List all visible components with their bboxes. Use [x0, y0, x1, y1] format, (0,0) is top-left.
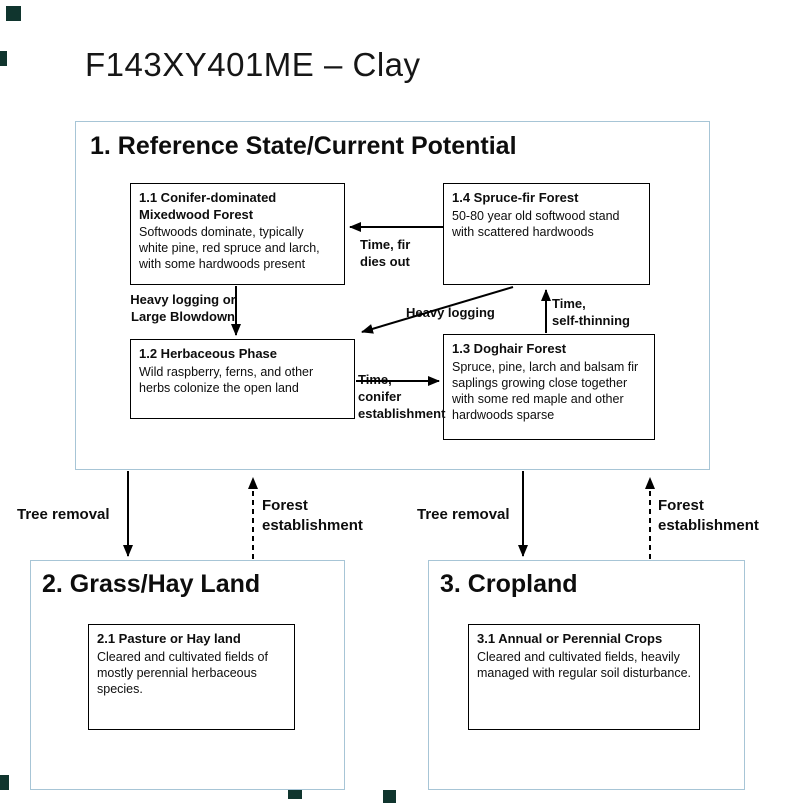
label-forest-establishment-right: Forest establishment: [658, 497, 759, 534]
node-spruce-fir-title: 1.4 Spruce-fir Forest: [452, 190, 579, 205]
label-time-conifer-establishment: Time, conifer establishment: [358, 372, 446, 421]
label-tree-removal-right: Tree removal: [417, 506, 510, 523]
label-forest-establishment-left: Forest establishment: [262, 497, 363, 534]
label-time-fir-dies-out: Time, fir dies out: [360, 237, 411, 269]
label-heavy-logging-or-blowdown: Heavy logging or Large Blowdown: [130, 292, 236, 324]
node-spruce-fir: 1.4 Spruce-fir Forest 50-80 year old sof…: [443, 183, 650, 285]
node-doghair: 1.3 Doghair Forest Spruce, pine, larch a…: [443, 334, 655, 440]
reference-state-heading: 1. Reference State/Current Potential: [90, 132, 517, 160]
node-herbaceous: 1.2 Herbaceous Phase Wild raspberry, fer…: [130, 339, 355, 419]
label-time-self-thinning: Time, self-thinning: [552, 296, 630, 328]
node-annual-perennial-crops-title: 3.1 Annual or Perennial Crops: [477, 631, 663, 646]
corner-marker: [6, 6, 21, 21]
label-tree-removal-left: Tree removal: [17, 506, 110, 523]
label-heavy-logging: Heavy logging: [406, 305, 495, 320]
node-conifer-mixedwood-title: 1.1 Conifer-dominated Mixedwood Forest: [139, 190, 277, 222]
node-conifer-mixedwood-body: Softwoods dominate, typically white pine…: [139, 225, 320, 272]
edge-marker: [0, 51, 7, 66]
node-herbaceous-body: Wild raspberry, ferns, and other herbs c…: [139, 364, 314, 395]
page-title: F143XY401ME – Clay: [85, 46, 421, 83]
node-annual-perennial-crops: 3.1 Annual or Perennial Crops Cleared an…: [468, 624, 700, 730]
edge-marker: [0, 775, 9, 790]
node-herbaceous-title: 1.2 Herbaceous Phase: [139, 346, 278, 361]
node-pasture-hay: 2.1 Pasture or Hay land Cleared and cult…: [88, 624, 295, 730]
grass-hay-heading: 2. Grass/Hay Land: [42, 570, 261, 598]
node-doghair-title: 1.3 Doghair Forest: [452, 341, 567, 356]
node-spruce-fir-body: 50-80 year old softwood stand with scatt…: [452, 208, 620, 239]
node-conifer-mixedwood: 1.1 Conifer-dominated Mixedwood Forest S…: [130, 183, 345, 285]
node-doghair-body: Spruce, pine, larch and balsam fir sapli…: [452, 359, 639, 422]
cropland-heading: 3. Cropland: [440, 570, 578, 598]
node-pasture-hay-title: 2.1 Pasture or Hay land: [97, 631, 241, 646]
node-pasture-hay-body: Cleared and cultivated fields of mostly …: [97, 649, 268, 696]
edge-marker: [383, 790, 396, 803]
node-annual-perennial-crops-body: Cleared and cultivated fields, heavily m…: [477, 649, 692, 680]
